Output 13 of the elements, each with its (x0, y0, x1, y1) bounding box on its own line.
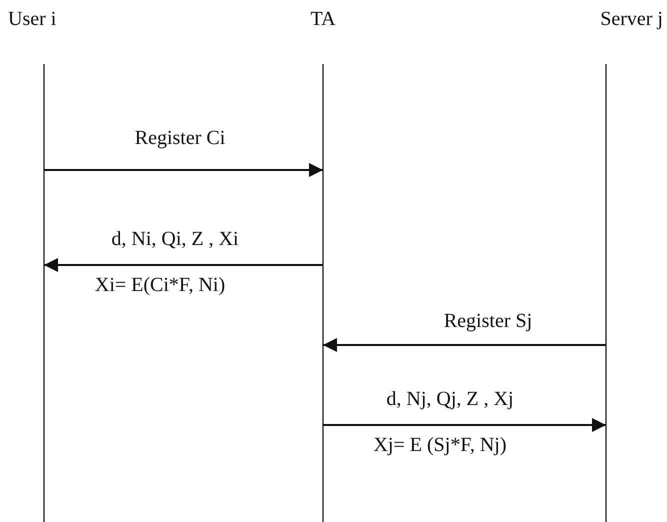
message-label: Register Ci (134, 127, 226, 149)
message-label: Register Sj (444, 310, 532, 332)
participant-name: User i (8, 8, 56, 30)
message-arrow (44, 258, 323, 272)
message-label: d, Ni, Qi, Z , Xi (111, 228, 239, 250)
message-formula: Xj= E (Sj*F, Nj) (373, 434, 507, 456)
message-arrow (323, 418, 606, 432)
message-arrow (44, 163, 323, 177)
participant-name: Server j (600, 8, 663, 30)
message-formula: Xi= E(Ci*F, Ni) (94, 274, 226, 296)
message-label: d, Nj, Qj, Z , Xj (386, 388, 514, 410)
message-arrow (323, 338, 606, 352)
participant-name: TA (310, 8, 336, 30)
